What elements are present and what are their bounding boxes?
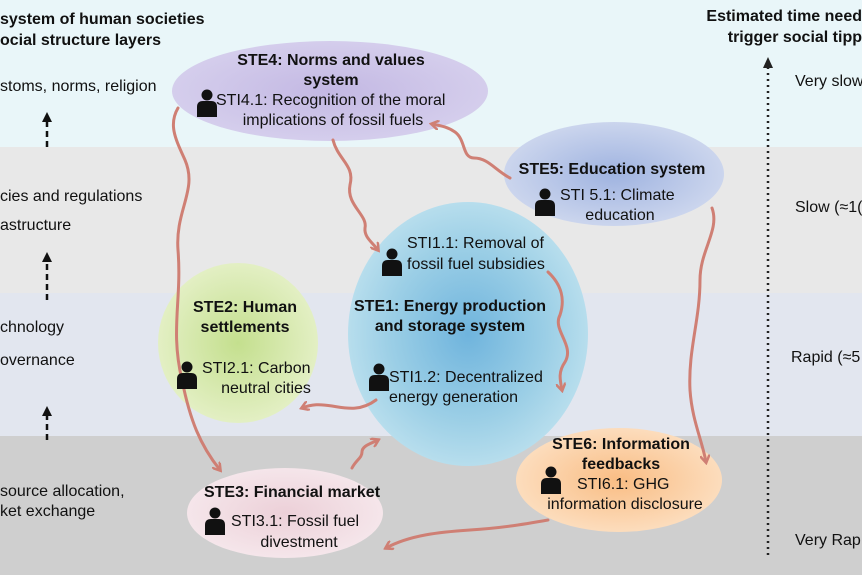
dashed-up-arrow-icon	[42, 406, 52, 440]
person-icon	[197, 89, 217, 117]
left-header-line-1: system of human societies	[0, 11, 205, 28]
dotted-up-arrow-icon	[763, 57, 773, 555]
layer-label: overnance	[0, 352, 75, 369]
node-ste5-item-1: STI 5.1: Climate	[560, 187, 675, 204]
layer-label: chnology	[0, 319, 65, 336]
node-ste3-shape[interactable]	[187, 468, 383, 558]
node-ste1-item-a-2: fossil fuel subsidies	[407, 256, 545, 273]
node-ste3-item-1: STI3.1: Fossil fuel	[231, 513, 360, 530]
node-ste5-shape[interactable]	[504, 122, 724, 226]
node-ste6-shape[interactable]	[516, 428, 722, 532]
node-ste1-title-2: and storage system	[374, 318, 526, 335]
person-icon	[382, 248, 402, 276]
node-ste2-title-2: settlements	[200, 319, 290, 336]
arrow-ste3-to-ste1	[350, 440, 378, 470]
node-ste1-item-b-1: STI1.2: Decentralized	[389, 369, 543, 386]
arrow-ste5-to-ste6	[688, 206, 716, 462]
arrow-ste4-to-ste3	[171, 106, 220, 470]
layer-label: stoms, norms, religion	[0, 78, 157, 95]
layer-label: cies and regulations	[0, 188, 143, 205]
node-ste2-title-1: STE2: Human	[192, 299, 298, 316]
layer-label: astructure	[0, 217, 72, 234]
node-ste1-shape[interactable]	[348, 202, 588, 466]
node-ste6-item-1: STI6.1: GHG	[577, 476, 670, 493]
node-ste3-item-2: divestment	[260, 534, 338, 551]
left-header-line-2: ocial structure layers	[0, 32, 161, 49]
node-ste4-item-1: STI4.1: Recognition of the moral	[216, 92, 446, 109]
arrow-ste6-to-ste3	[386, 518, 550, 548]
node-ste3-title: STE3: Financial market	[203, 484, 381, 501]
node-ste4-shape[interactable]	[172, 41, 488, 141]
node-ste6-item-2: information disclosure	[547, 496, 703, 513]
node-ste6-title-2: feedbacks	[581, 456, 661, 473]
node-ste2-shape[interactable]	[158, 263, 318, 423]
node-ste4-title-2: system	[303, 72, 359, 89]
node-ste1-item-b-2: energy generation	[389, 389, 518, 406]
right-header-line-1: Estimated time need	[706, 8, 862, 25]
node-ste1-title-1: STE1: Energy production	[353, 298, 547, 315]
right-header-line-2: trigger social tipp	[727, 29, 862, 46]
arrow-ste4-to-ste1	[331, 138, 378, 250]
person-icon	[177, 361, 197, 389]
time-label: Slow (≈1(	[795, 199, 862, 216]
person-icon	[369, 363, 389, 391]
node-ste4-title-1: STE4: Norms and values	[237, 52, 425, 69]
layer-label: ket exchange	[0, 503, 96, 520]
arrow-sti12-to-ste2	[302, 398, 378, 408]
node-ste5-item-2: education	[585, 207, 655, 224]
dashed-up-arrow-icon	[42, 112, 52, 147]
layer-label: source allocation,	[0, 483, 125, 500]
person-icon	[205, 507, 225, 535]
person-icon	[535, 188, 555, 216]
time-label: Very slow	[795, 73, 862, 90]
node-ste5-title: STE5: Education system	[518, 161, 706, 178]
time-label: Very Rap	[795, 532, 861, 549]
person-icon	[541, 466, 561, 494]
node-ste1-item-a-1: STI1.1: Removal of	[407, 235, 544, 252]
time-label: Rapid (≈5	[791, 349, 861, 366]
node-ste2-item-2: neutral cities	[221, 380, 311, 397]
node-ste2-item-1: STI2.1: Carbon	[202, 360, 311, 377]
node-ste6-title-1: STE6: Information	[552, 436, 690, 453]
dashed-up-arrow-icon	[42, 252, 52, 300]
arrow-sti11-to-sti12	[546, 270, 569, 390]
arrow-ste5-to-ste4	[432, 124, 512, 180]
node-ste4-item-2: implications of fossil fuels	[242, 112, 424, 129]
